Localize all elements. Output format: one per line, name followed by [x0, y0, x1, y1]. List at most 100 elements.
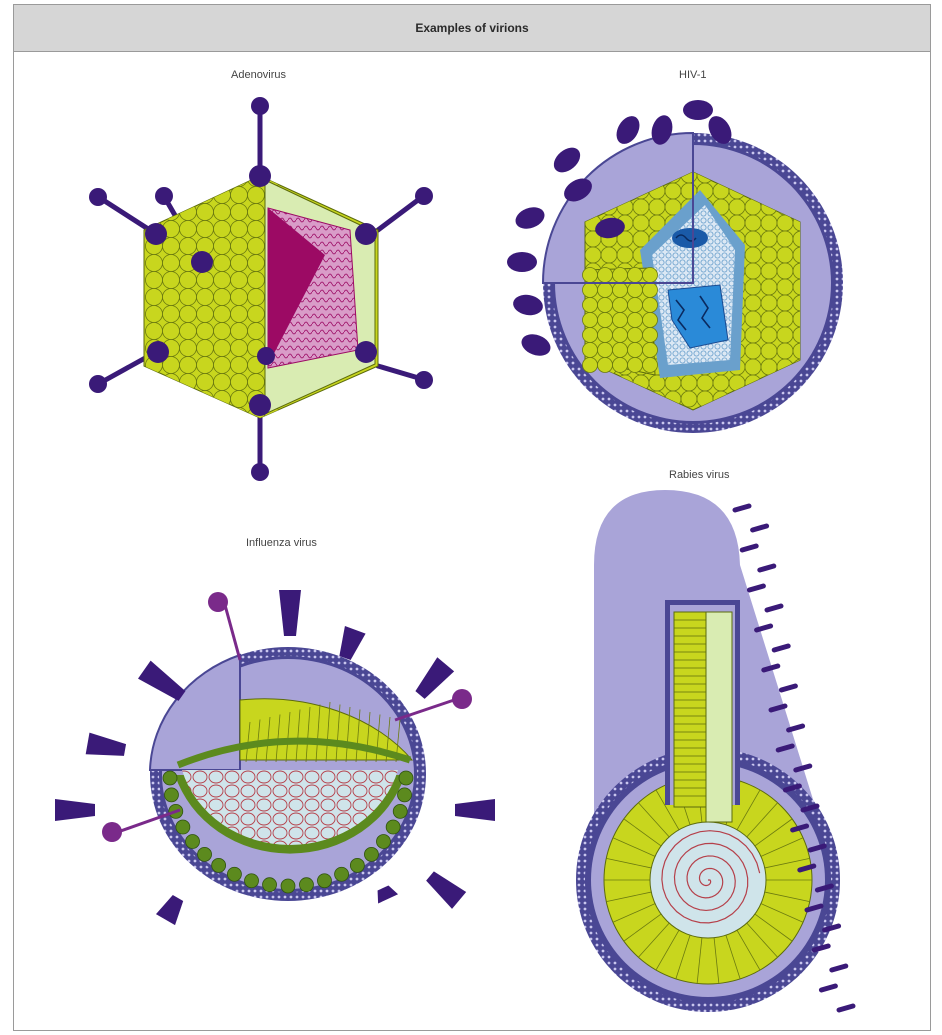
- capsomere: [231, 340, 248, 357]
- capsomere: [231, 221, 248, 238]
- influenza-diagram: [55, 590, 495, 925]
- matrix-protein: [598, 298, 613, 313]
- neuraminidase-stalk: [225, 605, 240, 660]
- m1-protein: [186, 834, 200, 848]
- m1-protein: [163, 771, 177, 785]
- matrix-protein: [628, 343, 643, 358]
- capsomere: [163, 272, 180, 289]
- matrix-protein: [583, 343, 598, 358]
- capsomere: [214, 391, 231, 408]
- capsomere: [214, 408, 231, 425]
- capsid-protein: [777, 231, 793, 247]
- capsomere: [197, 391, 214, 408]
- capsomere: [163, 289, 180, 306]
- capsomere: [214, 306, 231, 323]
- matrix-protein: [613, 343, 628, 358]
- capsomere: [197, 187, 214, 204]
- m1-protein: [317, 874, 331, 888]
- capsid-protein: [633, 215, 649, 231]
- capsomere: [197, 170, 214, 187]
- hemagglutinin-spike: [55, 799, 95, 821]
- capsid-protein: [745, 263, 761, 279]
- capsomere: [163, 306, 180, 323]
- capsid-protein: [777, 279, 793, 295]
- capsomere: [146, 306, 163, 323]
- capsomere: [180, 408, 197, 425]
- capsomere: [180, 340, 197, 357]
- hemagglutinin-spike: [156, 893, 188, 926]
- capsid-protein: [665, 183, 681, 199]
- matrix-protein: [598, 328, 613, 343]
- matrix-protein: [598, 358, 613, 373]
- capsomere: [163, 323, 180, 340]
- capsomere: [163, 374, 180, 391]
- matrix-protein: [598, 313, 613, 328]
- capsid-protein: [697, 375, 713, 391]
- capsid-protein: [681, 391, 697, 407]
- capsid-protein: [761, 343, 777, 359]
- matrix-protein: [613, 328, 628, 343]
- capsid-protein: [761, 311, 777, 327]
- capsomere: [146, 255, 163, 272]
- capsomere: [146, 170, 163, 187]
- m1-protein: [364, 847, 378, 861]
- capsomere: [197, 357, 214, 374]
- matrix-protein: [628, 358, 643, 373]
- hemagglutinin-spike: [423, 868, 466, 909]
- capsomere: [146, 391, 163, 408]
- capsomere: [197, 272, 214, 289]
- capsomere: [214, 221, 231, 238]
- capsid-protein: [585, 247, 601, 263]
- capsomere: [146, 272, 163, 289]
- matrix-protein: [628, 298, 643, 313]
- glycoprotein-spike: [839, 1006, 853, 1010]
- hemagglutinin-spike: [86, 733, 127, 761]
- matrix-protein: [583, 313, 598, 328]
- hemagglutinin-spike: [455, 799, 495, 821]
- capsid-protein: [761, 231, 777, 247]
- m1-protein: [376, 834, 390, 848]
- capsomere: [248, 238, 265, 255]
- m1-protein: [245, 874, 259, 888]
- glycoprotein-spike: [789, 726, 803, 730]
- capsomere: [214, 357, 231, 374]
- hemagglutinin-spike: [279, 590, 301, 636]
- capsid-protein: [777, 263, 793, 279]
- capsomere: [180, 374, 197, 391]
- m1-protein: [350, 858, 364, 872]
- capsomere: [214, 255, 231, 272]
- capsid-protein: [665, 375, 681, 391]
- capsomere: [248, 323, 265, 340]
- capsid-protein: [745, 215, 761, 231]
- capsid-protein: [761, 327, 777, 343]
- capsid-protein: [617, 247, 633, 263]
- capsomere: [248, 289, 265, 306]
- capsomere: [248, 272, 265, 289]
- m1-protein: [398, 788, 412, 802]
- capsomere: [231, 272, 248, 289]
- hiv-diagram: [507, 100, 843, 433]
- matrix-protein: [643, 268, 658, 283]
- capsomere: [231, 323, 248, 340]
- capsid-protein: [793, 391, 809, 407]
- m1-protein: [176, 820, 190, 834]
- capsomere: [180, 170, 197, 187]
- m1-protein: [335, 867, 349, 881]
- capsid-protein: [745, 279, 761, 295]
- capsomere: [163, 391, 180, 408]
- capsid-protein: [761, 279, 777, 295]
- capsid-protein: [601, 247, 617, 263]
- matrix-protein: [643, 358, 658, 373]
- capsomere: [214, 340, 231, 357]
- matrix-protein: [628, 283, 643, 298]
- m1-protein: [164, 788, 178, 802]
- capsomere: [197, 221, 214, 238]
- capsomere: [231, 204, 248, 221]
- capsomere: [146, 289, 163, 306]
- envelope-glycoprotein: [507, 252, 537, 272]
- capsomere: [231, 408, 248, 425]
- m1-protein: [399, 771, 413, 785]
- capsomere: [214, 272, 231, 289]
- capsomere: [248, 204, 265, 221]
